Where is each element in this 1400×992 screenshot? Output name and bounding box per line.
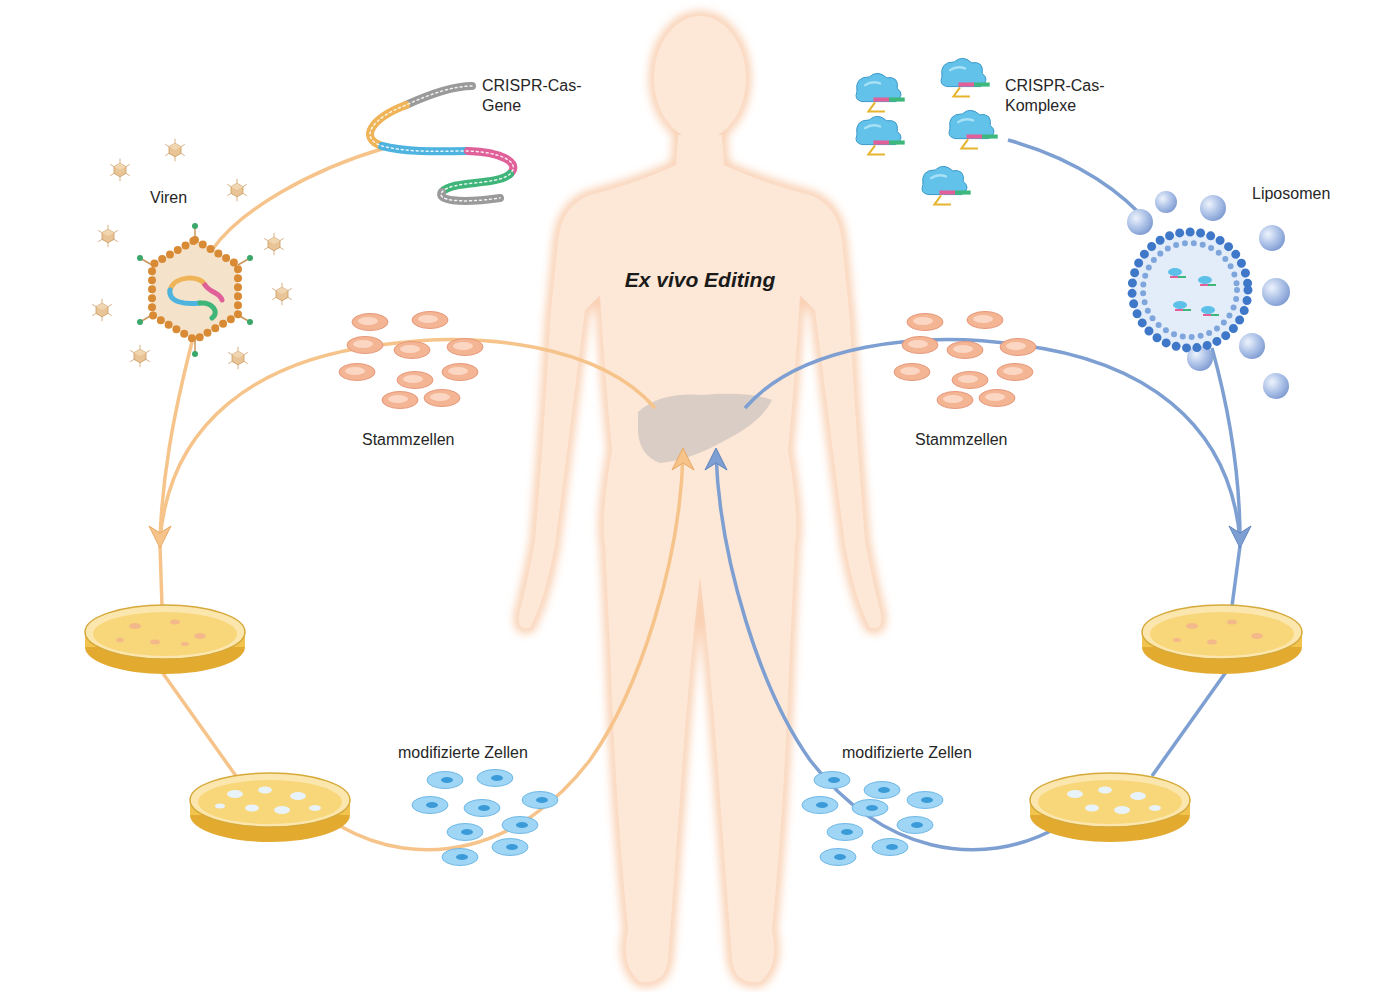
- illustration-label: modifizierte Zellen: [842, 743, 1012, 763]
- petri-dish: [85, 605, 245, 674]
- virus: [137, 223, 253, 357]
- arrowhead: [705, 448, 1251, 548]
- petri-dish: [1142, 605, 1302, 674]
- stem-cells: [339, 312, 1036, 409]
- illustration-label: Liposomen: [1252, 184, 1362, 204]
- body-silhouette: [519, 16, 882, 982]
- illustration-label: CRISPR-Cas-Gene: [482, 76, 586, 116]
- modified-cells: [412, 770, 943, 866]
- crispr-complexes: [856, 58, 998, 204]
- illustration-label: Stammzellen: [362, 430, 492, 450]
- illustration-label: Viren: [150, 188, 220, 208]
- liver: [638, 394, 772, 463]
- illustration-label: Stammzellen: [915, 430, 1045, 450]
- illustration-label: modifizierte Zellen: [398, 743, 568, 763]
- liposome: [1127, 191, 1290, 399]
- diagram-title: Ex vivo Editing: [580, 267, 820, 293]
- petri-dish: [190, 773, 350, 842]
- viral-route: [160, 148, 683, 850]
- petri-dish: [1030, 773, 1190, 842]
- arrowhead: [149, 448, 694, 548]
- virus-particles: [92, 139, 292, 370]
- illustration-label: CRISPR-Cas-Komplexe: [1005, 76, 1115, 116]
